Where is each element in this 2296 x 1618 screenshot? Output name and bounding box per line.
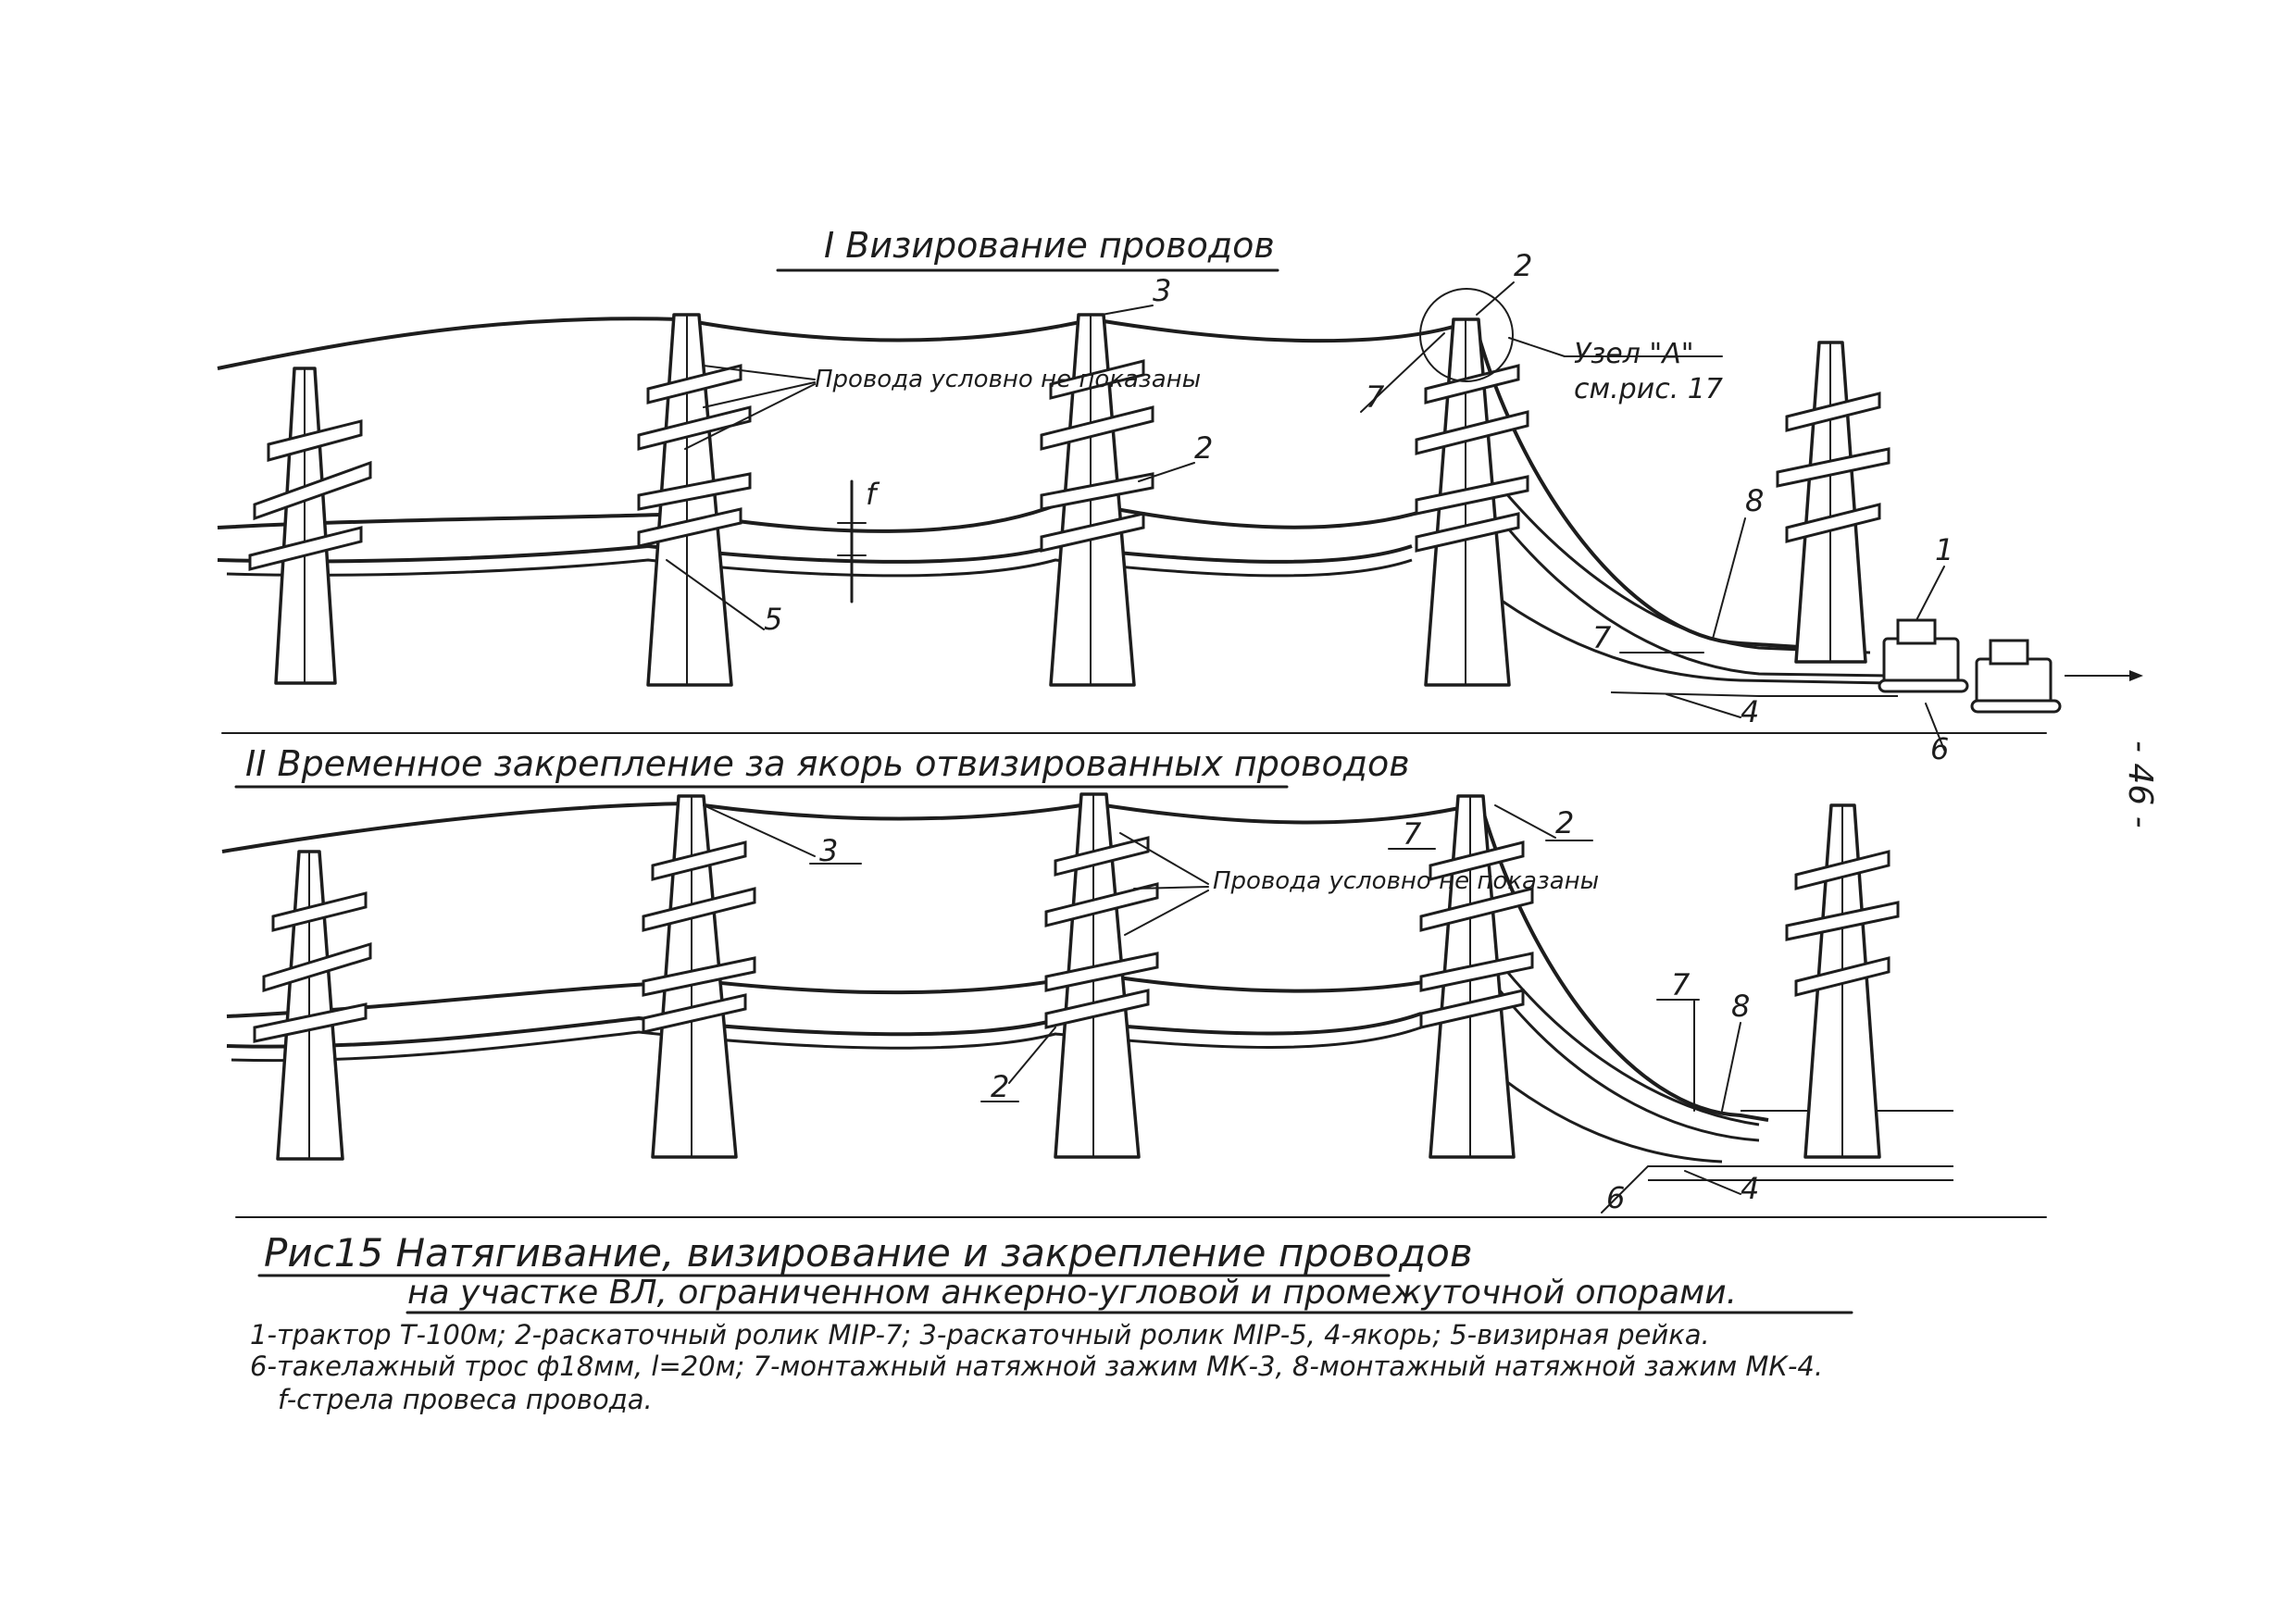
tower-1-1	[248, 367, 372, 685]
node-ref-line2: см.рис. 17	[1574, 373, 1723, 405]
caption-subtitle: на участке ВЛ, ограниченном анкерно-угло…	[407, 1274, 1737, 1312]
pulled-wire-7	[1498, 989, 1760, 1142]
legend-line-2: 6-такелажный трос ф18мм, l=20м; 7-монтаж…	[250, 1350, 1823, 1382]
marker-6-a: 6	[1930, 731, 1949, 766]
note-1: Провода условно не показаны	[684, 365, 1201, 450]
tower-2-3	[1044, 792, 1159, 1159]
marker-7-c: 7	[1403, 816, 1422, 852]
legend-line-3: f-стрела провеса провода.	[278, 1384, 653, 1415]
tower-2-4	[1419, 794, 1534, 1159]
ground-wire-1	[217, 317, 1464, 370]
figure-caption: Рис15 Натягивание, визирование и закрепл…	[250, 1230, 1853, 1415]
note-2-text: Провода условно не показаны	[1213, 867, 1599, 895]
marker-3-b: 3	[819, 833, 838, 868]
marker-4-b: 4	[1741, 1171, 1759, 1206]
note-1-text: Провода условно не показаны	[815, 366, 1201, 393]
legend-line-1: 1-трактор Т-100м; 2-раскаточный ролик МI…	[250, 1319, 1710, 1350]
node-ref-1: Узел "А" см.рис. 17	[1508, 337, 1723, 405]
section-2-title: II Временное закрепление за якорь отвизи…	[245, 743, 1410, 784]
lower-phase-wire-1b	[226, 558, 1413, 578]
tower-1-4	[1415, 317, 1529, 687]
marker-7-d: 7	[1671, 967, 1691, 1002]
marker-2-a: 2	[1514, 248, 1532, 283]
marker-5: 5	[764, 602, 782, 637]
lower-phase-wire-1	[217, 543, 1413, 564]
marker-2-c: 2	[1555, 805, 1574, 840]
tower-2-5	[1785, 803, 1900, 1159]
marker-4-a: 4	[1741, 694, 1759, 729]
page-number: - 46 -	[2121, 741, 2159, 828]
marker-2-b: 2	[1194, 430, 1213, 466]
marker-2-d: 2	[991, 1069, 1009, 1104]
tractor-1	[1878, 618, 1969, 693]
node-a-circle	[1419, 288, 1514, 382]
marker-f: f	[866, 477, 880, 512]
note-2: Провода условно не показаны	[1119, 832, 1599, 936]
marker-8-b: 8	[1731, 989, 1750, 1024]
tractor-2	[1970, 639, 2062, 714]
marker-1: 1	[1935, 532, 1953, 567]
section-2: II Временное закрепление за якорь отвизи…	[221, 743, 2047, 1218]
pulled-wire-3	[1498, 517, 1890, 678]
tower-1-5	[1776, 341, 1890, 664]
tower-2-2	[642, 794, 756, 1159]
direction-arrowhead	[2129, 670, 2143, 681]
tower-2-1	[253, 850, 372, 1161]
node-ref-line1: Узел "А"	[1574, 338, 1694, 370]
section-1-title: I Визирование проводов	[824, 225, 1275, 266]
lower-phase-wire-2	[226, 1012, 1422, 1049]
tower-1-3	[1040, 313, 1154, 687]
marker-3-a: 3	[1153, 273, 1171, 308]
pulled-wire-5	[1479, 804, 1769, 1122]
marker-8-a: 8	[1745, 483, 1764, 518]
section-1: I Визирование проводов	[217, 225, 2143, 766]
upper-phase-wire-1	[217, 497, 1431, 533]
pulled-wire-6	[1498, 962, 1760, 1126]
lower-phase-wire-2b	[231, 1026, 1422, 1063]
caption-title: Рис15 Натягивание, визирование и закрепл…	[264, 1230, 1473, 1276]
ground-wire-2	[221, 801, 1473, 853]
anchor-rope-1	[1610, 691, 1898, 697]
pulled-wire-2	[1498, 485, 1871, 654]
upper-phase-wire-2	[226, 968, 1482, 1018]
marker-7-b: 7	[1592, 620, 1612, 655]
